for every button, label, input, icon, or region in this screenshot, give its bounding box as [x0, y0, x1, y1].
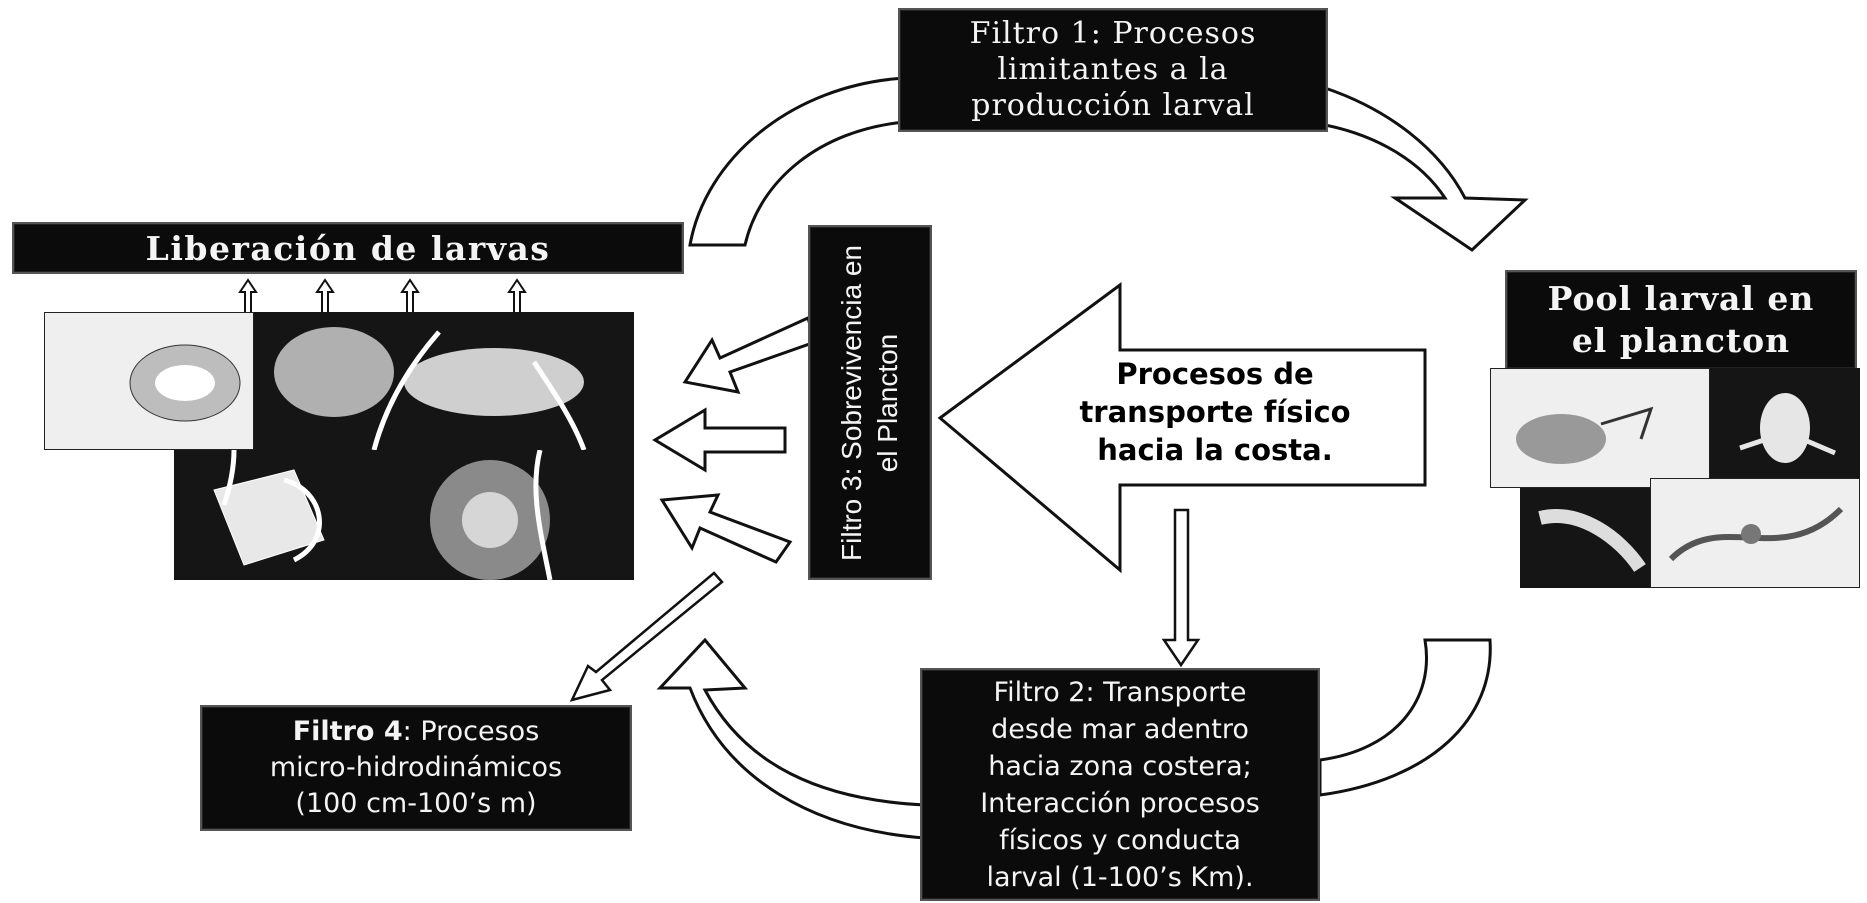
filtro3-line-2: el Plancton	[872, 333, 903, 472]
filtro4-line-2: micro-hidrodinámicos	[269, 752, 563, 783]
filtro3-box: Filtro 3: Sobrevivencia en el Plancton	[808, 225, 932, 580]
plankton-panel-1	[1490, 368, 1710, 488]
curved-arrow-bottom-left	[656, 637, 927, 840]
filtro3-text: Filtro 3: Sobrevivencia en el Plancton	[834, 245, 906, 561]
filtro2-line-5: físicos y conducta	[999, 824, 1241, 856]
filtro4-bold: Filtro 4	[292, 716, 403, 747]
filtro4-box: Filtro 4: Procesos micro-hidrodinámicos …	[200, 705, 632, 831]
filtro4-rest: : Procesos	[402, 716, 540, 747]
pool-line-2: el plancton	[1571, 321, 1791, 360]
pool-line-1: Pool larval en	[1547, 279, 1815, 318]
curved-arrow-top-right	[1323, 85, 1529, 252]
filtro1-line-2: limitantes a la	[997, 52, 1229, 87]
filtro2-box: Filtro 2: Transporte desde mar adentro h…	[920, 668, 1320, 901]
pool-title-box: Pool larval en el plancton	[1505, 270, 1857, 370]
liberacion-title-box: Liberación de larvas	[12, 222, 684, 274]
transporte-line-3: hacia la costa.	[1097, 433, 1333, 467]
filtro2-line-6: larval (1-100’s Km).	[986, 861, 1254, 893]
curved-arrow-bottom-right	[1318, 638, 1492, 797]
transporte-line-1: Procesos de	[1116, 357, 1314, 391]
plankton-photo	[1490, 368, 1860, 588]
small-arrow-1	[682, 315, 817, 394]
thin-arrow-filtro4	[569, 571, 724, 702]
plankton-panel-4	[1650, 478, 1860, 588]
transporte-text: Procesos de transporte físico hacia la c…	[1045, 355, 1385, 469]
filtro1-line-1: Filtro 1: Procesos	[969, 16, 1257, 51]
transporte-line-2: transporte físico	[1079, 395, 1351, 429]
larvae-release-photo	[44, 312, 634, 580]
filtro4-line-3: (100 cm-100’s m)	[295, 788, 537, 819]
filtro2-line-3: hacia zona costera;	[988, 750, 1252, 782]
filtro2-line-2: desde mar adentro	[991, 713, 1249, 745]
photo-panel-1	[44, 312, 254, 450]
plankton-panel-2	[1710, 368, 1860, 488]
filtro2-line-4: Interacción procesos	[980, 787, 1260, 819]
big-arrow-transport	[937, 282, 1427, 574]
filtro3-line-1: Filtro 3: Sobrevivencia en	[836, 244, 867, 561]
filtro1-box: Filtro 1: Procesos limitantes a la produ…	[898, 8, 1328, 132]
small-arrow-2	[652, 407, 787, 473]
filtro4-line-1: Filtro 4: Procesos	[293, 714, 540, 750]
thin-arrow-filtro2	[1161, 508, 1201, 668]
filtro2-line-1: Filtro 2: Transporte	[993, 676, 1247, 708]
liberacion-title: Liberación de larvas	[145, 228, 551, 268]
curved-arrow-top	[688, 76, 907, 247]
photo-panel-2	[254, 312, 634, 450]
small-arrow-3	[659, 493, 793, 564]
photo-panel-4	[340, 450, 634, 580]
filtro1-line-3: producción larval	[971, 88, 1255, 123]
